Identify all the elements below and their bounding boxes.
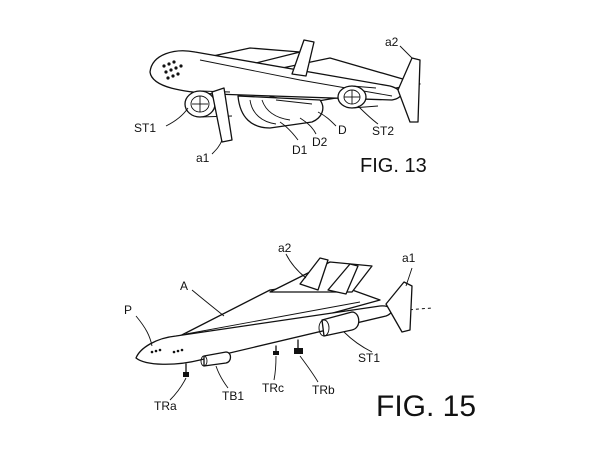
fig15-label-trb: TRb <box>312 383 335 397</box>
fig13-top-fin <box>291 39 315 77</box>
fig13-windows <box>162 60 183 80</box>
fig13-fin-a2 <box>397 57 421 123</box>
fig15-label-p: P <box>124 303 132 317</box>
fig15-fin-a2 <box>299 257 329 291</box>
fig13-label-d2: D2 <box>312 135 328 149</box>
fig13-engine-st1 <box>184 90 233 118</box>
fig15-label-a: A <box>180 279 188 293</box>
fig15-landing-gear <box>183 339 303 377</box>
fig13-label-a2: a2 <box>385 35 399 49</box>
fig15-fin-a1 <box>385 281 413 333</box>
fig15-caption: FIG. 15 <box>376 390 476 423</box>
fig13-fin-a1 <box>211 87 233 143</box>
fig15-label-st1: ST1 <box>358 351 380 365</box>
fig13-engine-st2 <box>337 85 379 109</box>
fig-13-drawing <box>149 39 421 155</box>
fig15-engine-st1 <box>318 311 360 337</box>
fig13-label-st2: ST2 <box>372 124 394 138</box>
fig15-label-a1: a1 <box>402 251 416 265</box>
fig15-label-tra: TRa <box>154 399 177 413</box>
fig13-label-d: D <box>338 123 347 137</box>
fig-15-drawing <box>135 253 433 401</box>
fig13-label-d1: D1 <box>292 143 308 157</box>
fig15-label-tb1: TB1 <box>222 389 244 403</box>
fig13-underbody-duct <box>237 95 324 129</box>
fig15-engine-tb1 <box>200 351 232 367</box>
fig15-label-a2: a2 <box>278 241 292 255</box>
fig13-caption: FIG. 13 <box>360 155 427 177</box>
fig13-label-a1: a1 <box>196 151 210 165</box>
fig13-label-st1: ST1 <box>134 121 156 135</box>
fig13-rear-wing <box>214 57 421 105</box>
fig15-tail-fin <box>327 263 359 295</box>
fig15-windows <box>150 348 184 354</box>
fig15-label-trc: TRc <box>262 381 284 395</box>
